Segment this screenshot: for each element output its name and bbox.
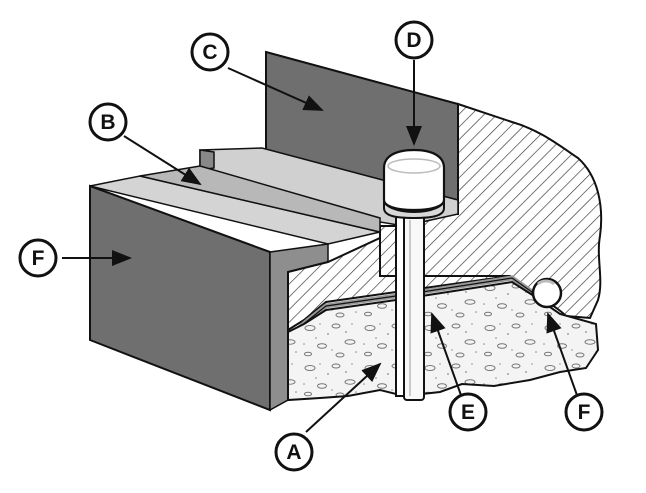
anchor-pin [395, 209, 425, 401]
callout-label-a: A [286, 441, 301, 464]
callout-c: C [190, 32, 230, 72]
callout-a: A [274, 432, 314, 472]
anchor-cap-icon [382, 148, 446, 220]
callout-f-left: F [18, 238, 58, 278]
callout-label-f-left: F [32, 247, 45, 270]
callout-label-b: B [100, 111, 115, 134]
callout-d: D [394, 20, 434, 60]
leader-line-a [305, 362, 382, 433]
slab-block [89, 165, 381, 412]
callout-b: B [88, 102, 128, 142]
callout-label-f-right: F [578, 401, 591, 424]
callout-e: E [448, 392, 488, 432]
leader-line-c [227, 67, 324, 111]
leader-line-f-right [546, 312, 579, 399]
leader-line-e [430, 312, 463, 399]
leader-lines [62, 60, 579, 433]
callout-label-c: C [202, 41, 217, 64]
backer-rod-icon [531, 277, 563, 309]
callout-f-right: F [564, 392, 604, 432]
callout-label-d: D [406, 29, 421, 52]
leader-line-b [123, 135, 202, 186]
callout-label-e: E [461, 401, 475, 424]
